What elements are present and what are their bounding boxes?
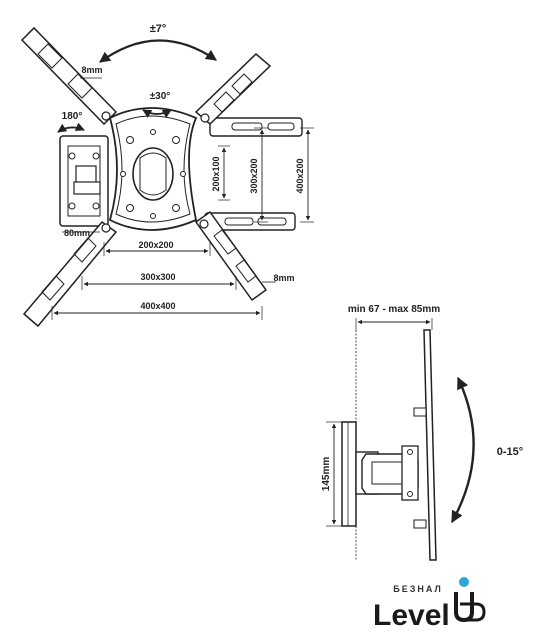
vesa-400x200-label: 400x200: [295, 158, 305, 193]
logo-up-mark: [454, 577, 486, 623]
depth-range-label: min 67 - max 85mm: [348, 304, 440, 315]
center-bracket: [108, 107, 198, 231]
side-tv-plate: [413, 329, 437, 561]
swivel-arc: [142, 109, 172, 118]
wall-plate: [59, 135, 109, 227]
tilt-angle-label: 0-15°: [497, 446, 523, 458]
side-wall-plate: [341, 421, 357, 527]
side-view: min 67 - max 85mm 145mm: [321, 304, 523, 561]
arm-bottom-right: [194, 210, 268, 302]
tilt-range-label: ±7°: [150, 23, 167, 35]
swivel-range-label: ±30°: [150, 91, 171, 102]
front-view: ±7° ±30° 180° 8mm 80mm 8mm 200x100 300x2…: [20, 23, 314, 328]
upper-extension-bar: [209, 117, 303, 137]
arm-offset-label: 80mm: [64, 228, 90, 238]
vesa-200x200-label: 200x200: [138, 240, 173, 250]
tilt-arc: [99, 39, 217, 63]
logo-tagline: БЕЗНАЛ: [393, 584, 443, 594]
vesa-200x100-label: 200x100: [211, 156, 221, 191]
rotation-label: 180°: [62, 111, 83, 122]
arm-top-left: [20, 26, 118, 126]
arm-width-bottom-label: 8mm: [273, 273, 294, 283]
rotation-arc: [57, 122, 85, 133]
arm-width-top-label: 8mm: [81, 65, 102, 75]
vesa-300x200-label: 300x200: [249, 158, 259, 193]
brand-logo: БЕЗНАЛ Level: [373, 577, 486, 632]
side-tilt-arc: [450, 376, 475, 524]
plate-height-label: 145mm: [321, 457, 332, 492]
vesa-300x300-label: 300x300: [140, 272, 175, 282]
arm-bottom-left: [22, 220, 118, 328]
logo-brand: Level: [373, 599, 450, 632]
vesa-400x400-label: 400x400: [140, 301, 175, 311]
arm-top-right: [194, 52, 272, 126]
side-arm: [355, 445, 419, 501]
lower-extension-bar: [204, 212, 296, 231]
